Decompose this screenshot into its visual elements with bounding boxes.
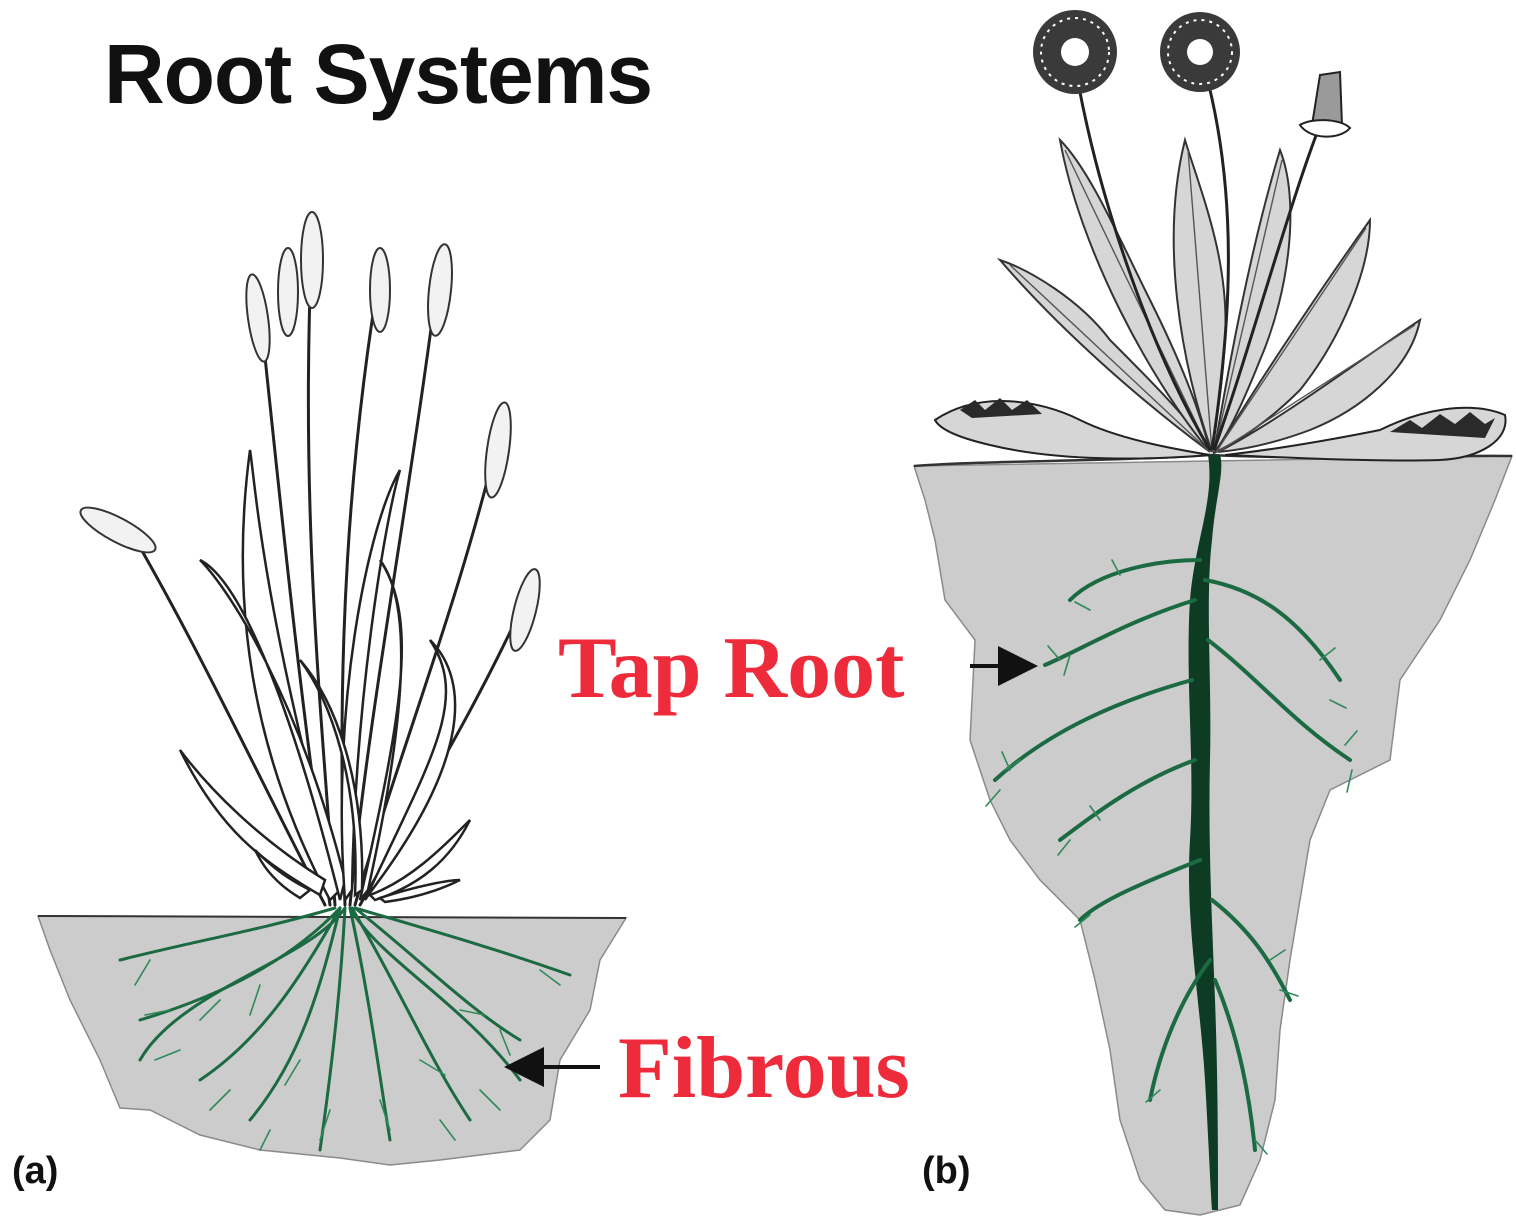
tap-root-label: Tap Root [558,618,904,719]
panel-label-a: (a) [12,1150,58,1193]
dandelion-flowers [1033,10,1350,137]
dandelion-panel [914,10,1512,1215]
grass-stems [130,240,525,905]
grass-panel [38,212,626,1165]
rosette-leaves [1000,140,1420,452]
grass-leaves [180,450,470,902]
panel-label-b: (b) [922,1150,971,1193]
grass-seed-heads [75,212,546,653]
soil-block-a [38,916,626,1165]
fibrous-label: Fibrous [618,1018,910,1119]
